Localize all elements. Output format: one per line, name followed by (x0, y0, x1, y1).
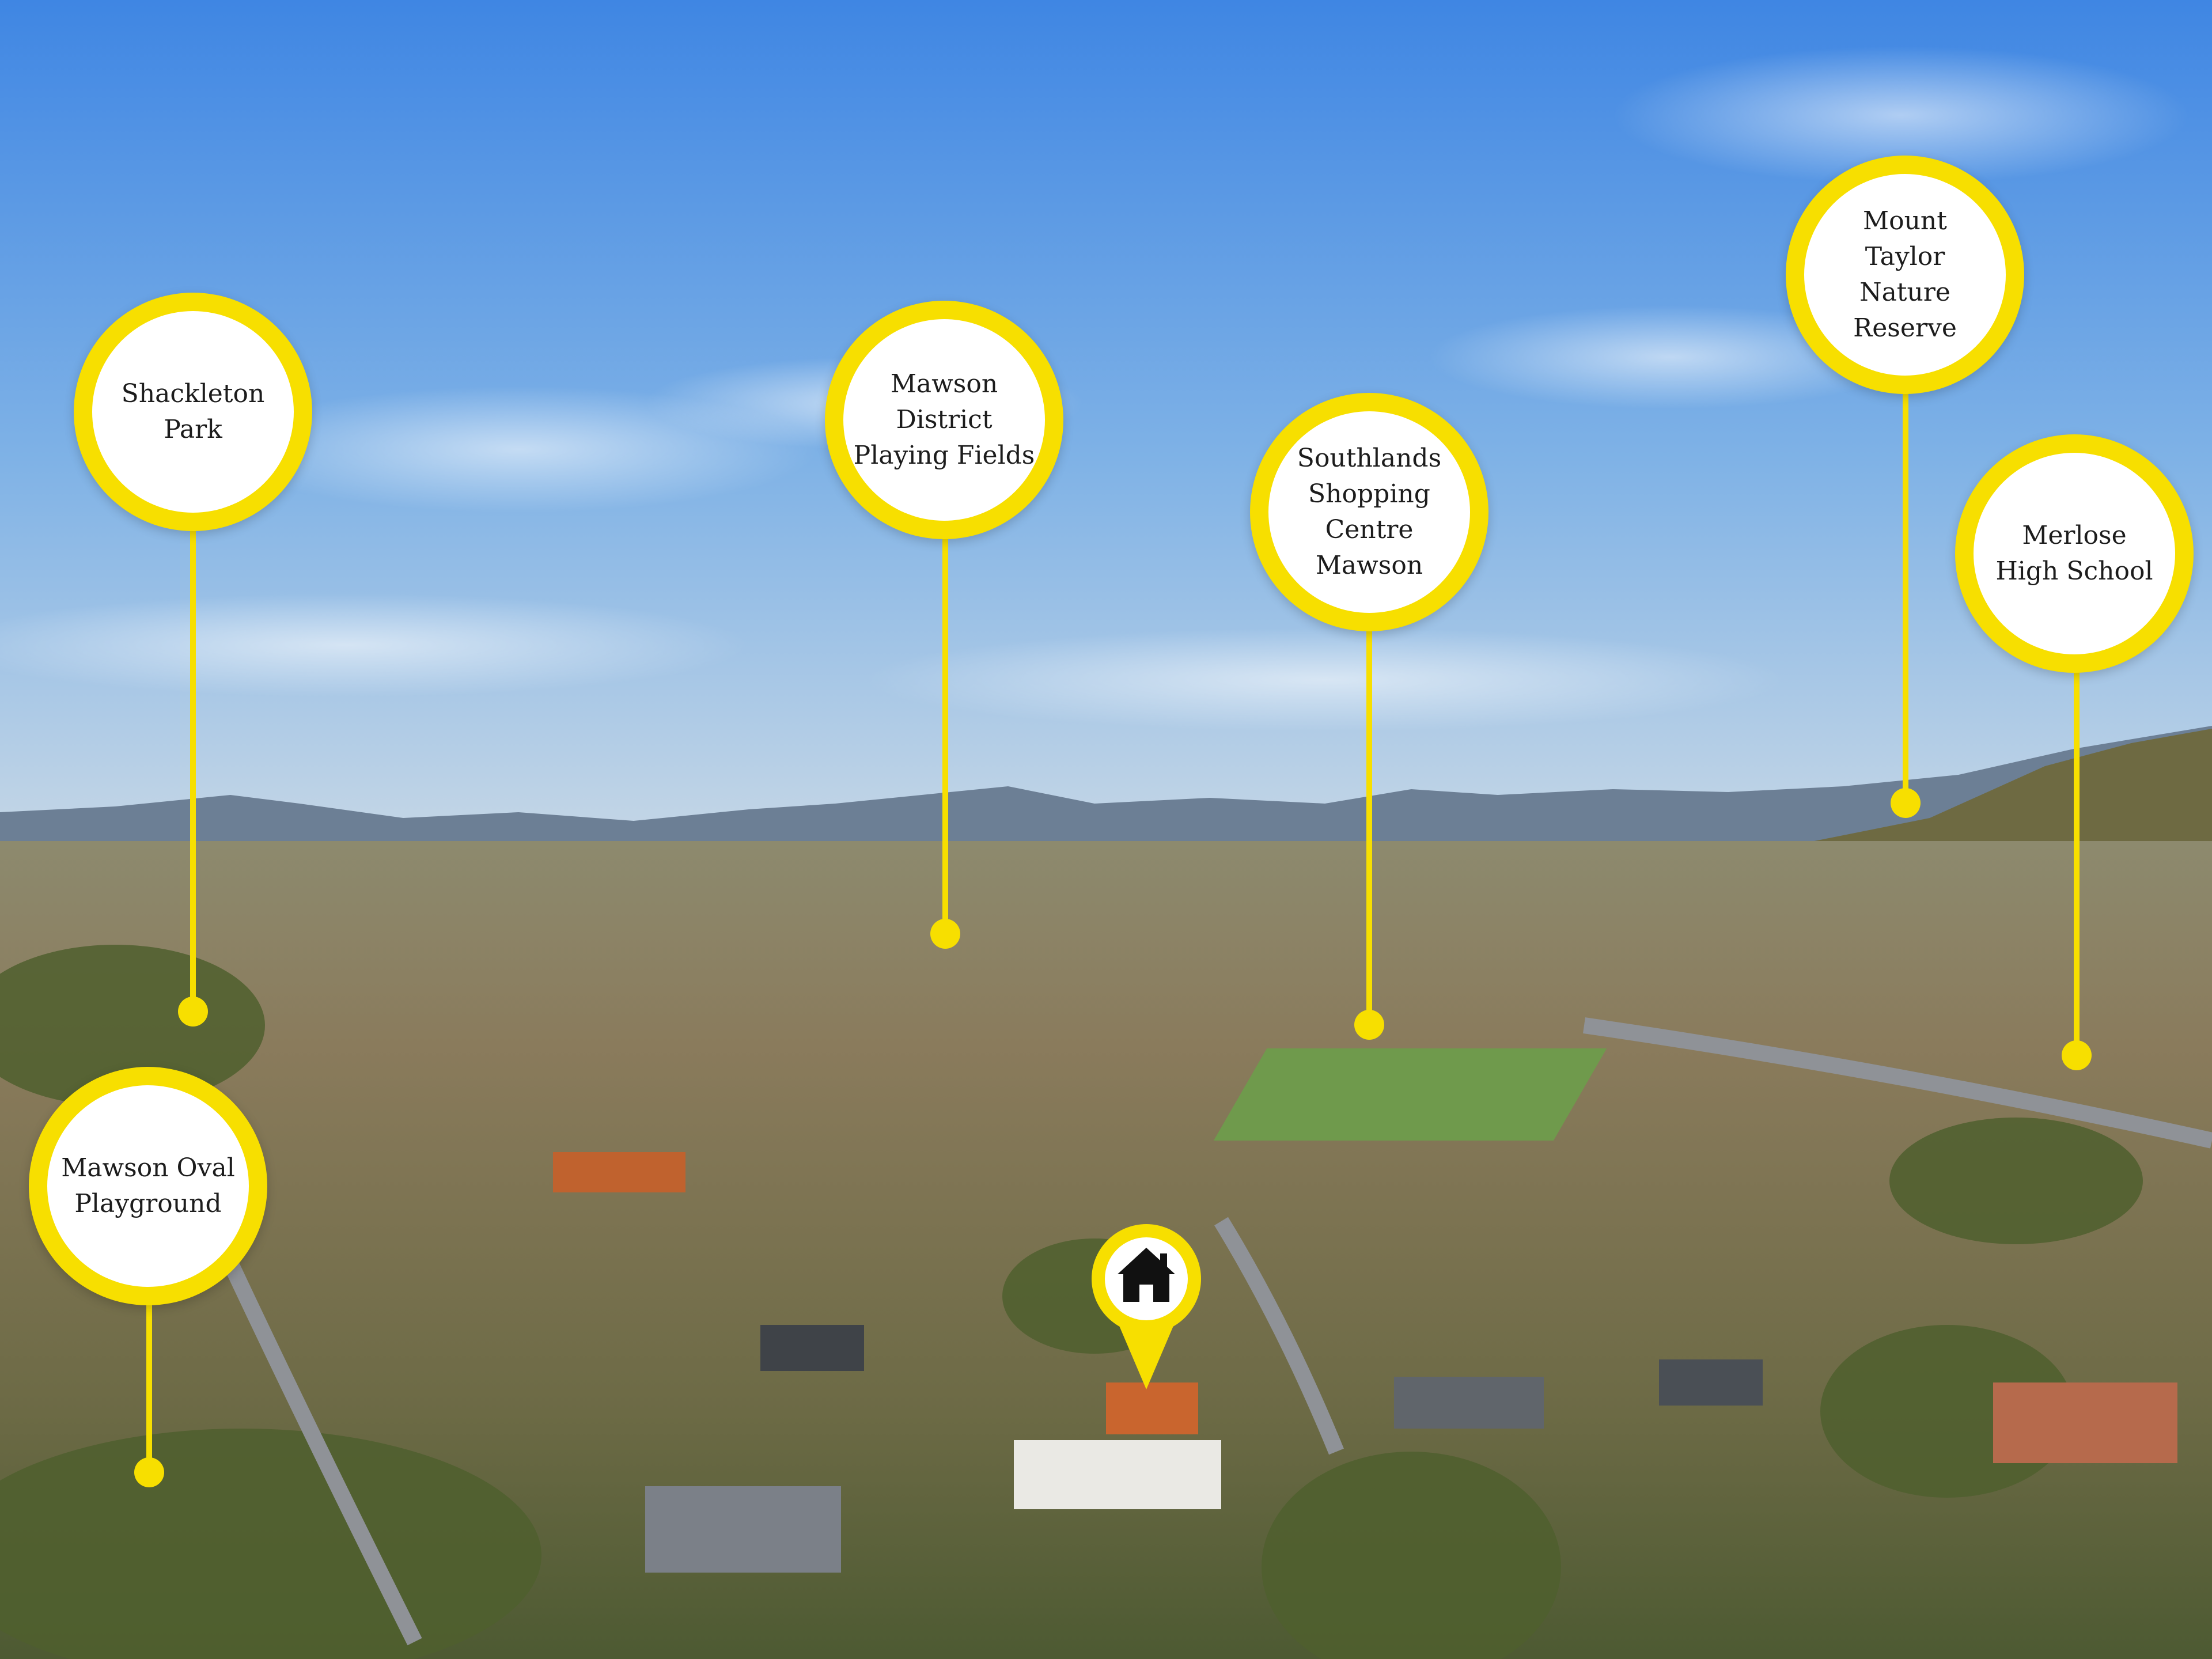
roads (211, 1017, 2212, 1646)
poi-label: Mawson District Playing Fields (853, 369, 1035, 470)
poi-label: Merlose High School (1995, 521, 2153, 586)
house-icon (1118, 1248, 1175, 1302)
poi-label: Mawson Oval Playground (61, 1153, 235, 1218)
poi-label: Southlands Shopping Centre Mawson (1297, 444, 1442, 580)
houses (553, 1152, 2177, 1573)
sports-oval (1213, 1048, 1607, 1141)
distant-mountains (0, 726, 2212, 864)
home-location-pin[interactable] (1089, 1221, 1204, 1394)
poi-label: Mount Taylor Nature Reserve (1853, 206, 1957, 343)
poi-label: Shackleton Park (121, 379, 265, 444)
mount-taylor (1786, 729, 2212, 876)
